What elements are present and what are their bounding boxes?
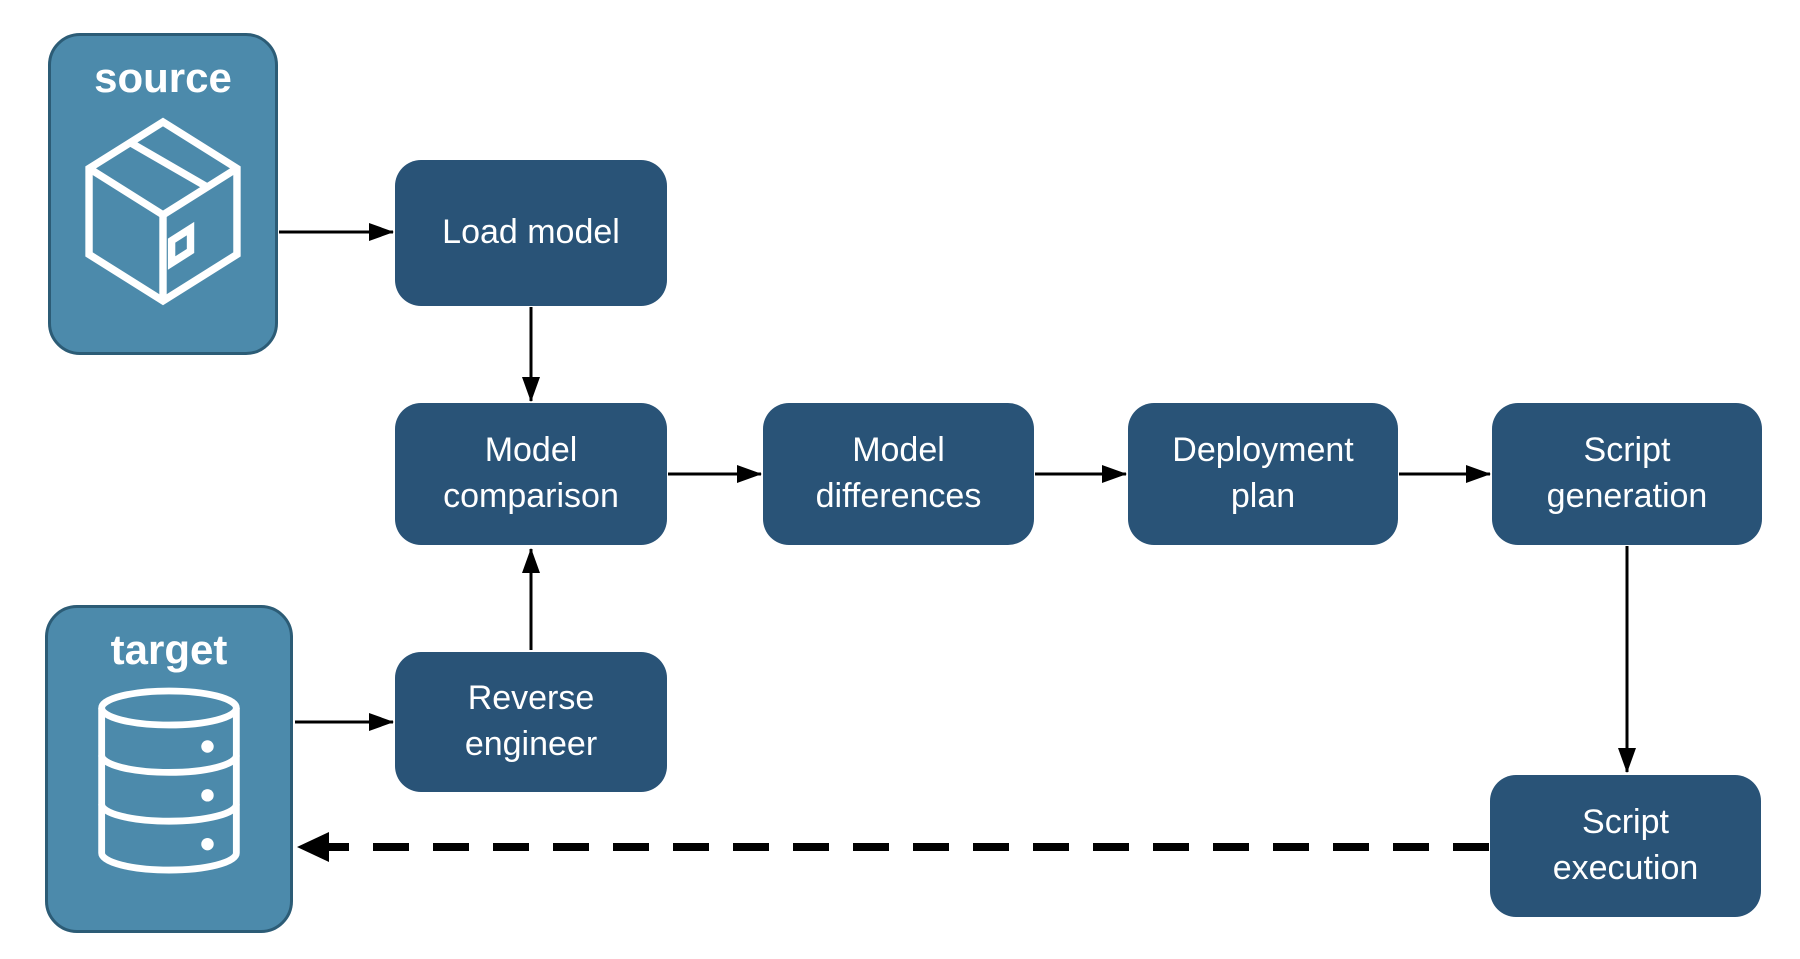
node-script-execution: Script execution [1490, 775, 1761, 917]
node-script-generation-label: Script generation [1546, 431, 1708, 515]
database-icon [98, 687, 240, 873]
node-reverse-engineer: Reverse engineer [395, 652, 667, 792]
target-label: target [110, 626, 228, 673]
source-label: source [94, 54, 232, 101]
node-deployment-plan-label: Deployment plan [1172, 431, 1354, 515]
node-script-generation: Script generation [1492, 403, 1762, 545]
entity-source: source [48, 33, 278, 355]
node-model-differences: Model differences [763, 403, 1034, 545]
node-script-execution-label: Script execution [1552, 803, 1699, 887]
node-model-comparison: Model comparison [395, 403, 667, 545]
node-model-differences-label: Model differences [815, 431, 982, 515]
node-model-comparison-label: Model comparison [443, 431, 619, 515]
entity-target: target [45, 605, 293, 933]
package-icon [85, 117, 241, 305]
node-deployment-plan: Deployment plan [1128, 403, 1398, 545]
node-load-model: Load model [395, 160, 667, 306]
node-reverse-engineer-label: Reverse engineer [464, 679, 598, 763]
node-load-model-label: Load model [442, 213, 620, 252]
